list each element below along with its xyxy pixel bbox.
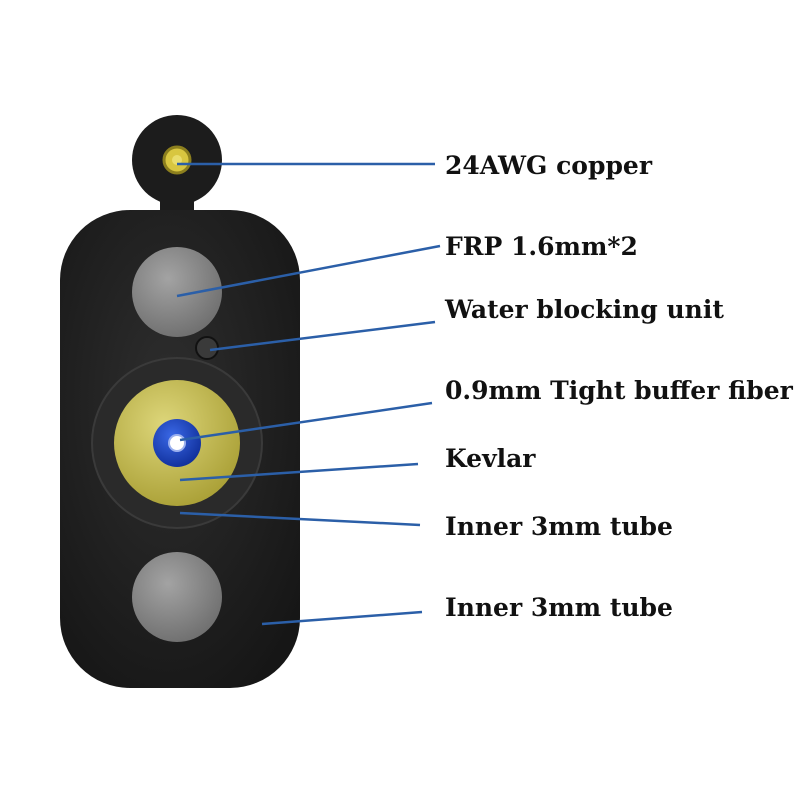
leader-frp (176, 244, 441, 298)
label-tight-buffer: 0.9mm Tight buffer fiber (445, 376, 794, 405)
label-inner-tube-2: Inner 3mm tube (445, 593, 673, 622)
label-water-blocking: Water blocking unit (444, 295, 724, 324)
leader-inner-tube-2 (261, 610, 423, 626)
label-copper: 24AWG copper (445, 151, 653, 180)
label-inner-tube-1: Inner 3mm tube (445, 512, 673, 541)
leader-inner-tube-1 (179, 511, 421, 527)
water-blocking-unit (195, 336, 219, 360)
frp-rod-top (132, 247, 222, 337)
label-frp: FRP 1.6mm*2 (445, 232, 638, 261)
copper-conductor-core (172, 155, 182, 165)
leader-lines (176, 162, 441, 626)
fiber-core (168, 434, 186, 452)
label-kevlar: Kevlar (445, 444, 536, 473)
leader-tight-buffer (179, 401, 433, 442)
frp-rod-bottom (132, 552, 222, 642)
leader-water-blocking (209, 320, 436, 352)
leader-kevlar (179, 462, 419, 482)
